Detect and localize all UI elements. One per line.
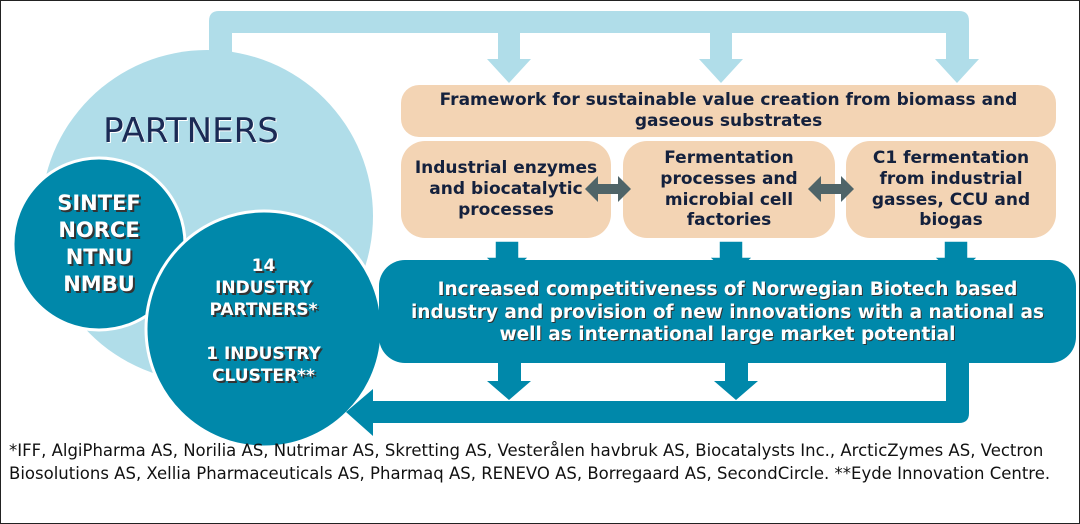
framework-text: Framework for sustainable value creation… [439, 90, 1018, 131]
pillar-box-1 [401, 141, 611, 238]
industry-label-1: INDUSTRY [215, 277, 312, 298]
pillar-box-2 [623, 141, 835, 238]
industry-count: 14 [251, 255, 276, 276]
outcome-box [379, 260, 1076, 363]
arrow-down-out-2 [714, 363, 758, 400]
partners-title: PARTNERS [103, 111, 279, 151]
arrow-down-3 [935, 33, 979, 83]
outcome-text: Increased competitiveness of Norwegian B… [410, 279, 1045, 346]
bottom-feedback-arrows [346, 361, 969, 436]
partner-norce: NORCE [58, 218, 140, 243]
partner-sintef: SINTEF [57, 191, 141, 216]
pillar-text-2: Fermentation processes and microbial cel… [660, 148, 798, 231]
footnote-partner-list: *IFF, AlgiPharma AS, Norilia AS, Nutrima… [9, 441, 1051, 484]
arrow-down-out-1 [487, 363, 531, 400]
cluster-label-2: CLUSTER** [212, 366, 315, 387]
pillar-box-3 [846, 141, 1056, 238]
top-feedback-arrows [209, 11, 979, 83]
double-arrow-icon-1 [585, 176, 631, 202]
pillar-text-1: Industrial enzymes and biocatalytic proc… [414, 158, 598, 220]
industry-label-2: PARTNERS* [209, 299, 318, 320]
framework-box [401, 85, 1056, 137]
partner-ntnu: NTNU [65, 245, 133, 269]
cluster-label-1: 1 INDUSTRY [206, 344, 321, 365]
pillar-text-3: C1 fermentation from industrial gasses, … [871, 148, 1031, 231]
partner-nmbu: NMBU [63, 271, 135, 296]
arrow-down-1 [487, 33, 531, 83]
industry-partners-text: 14 INDUSTRY PARTNERS* 1 INDUSTRY CLUSTER… [176, 241, 351, 401]
research-partners-list: SINTEF NORCE NTNU NMBU [21, 184, 177, 304]
double-arrow-icon-2 [808, 176, 854, 202]
arrow-down-2 [699, 33, 743, 83]
